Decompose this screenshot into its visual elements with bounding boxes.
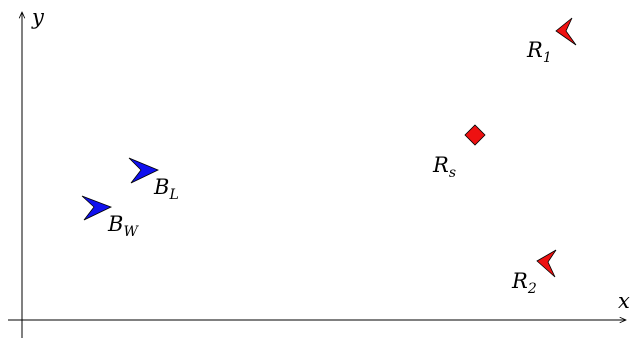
agent-r-1-label: R1 [526, 38, 552, 66]
agent-b-l-label: BL [153, 175, 179, 203]
red-arrowhead-icon [536, 249, 557, 278]
agent-r-1: R1 [526, 17, 577, 66]
y-axis-label: y [31, 5, 45, 29]
blue-arrowhead-icon [128, 157, 159, 184]
x-axis-label: x [618, 289, 630, 313]
blue-arrowhead-icon [81, 195, 113, 221]
agent-b-w: BW [81, 195, 139, 240]
red-diamond-icon [464, 124, 486, 146]
agent-b-l: BL [128, 157, 179, 203]
red-arrowhead-icon [555, 17, 577, 46]
agent-r-s: Rs [432, 124, 486, 181]
agent-b-w-label: BW [107, 212, 139, 240]
agent-r-s-label: Rs [432, 153, 456, 181]
agent-r-2-label: R2 [511, 269, 537, 297]
agent-r-2: R2 [511, 249, 557, 297]
